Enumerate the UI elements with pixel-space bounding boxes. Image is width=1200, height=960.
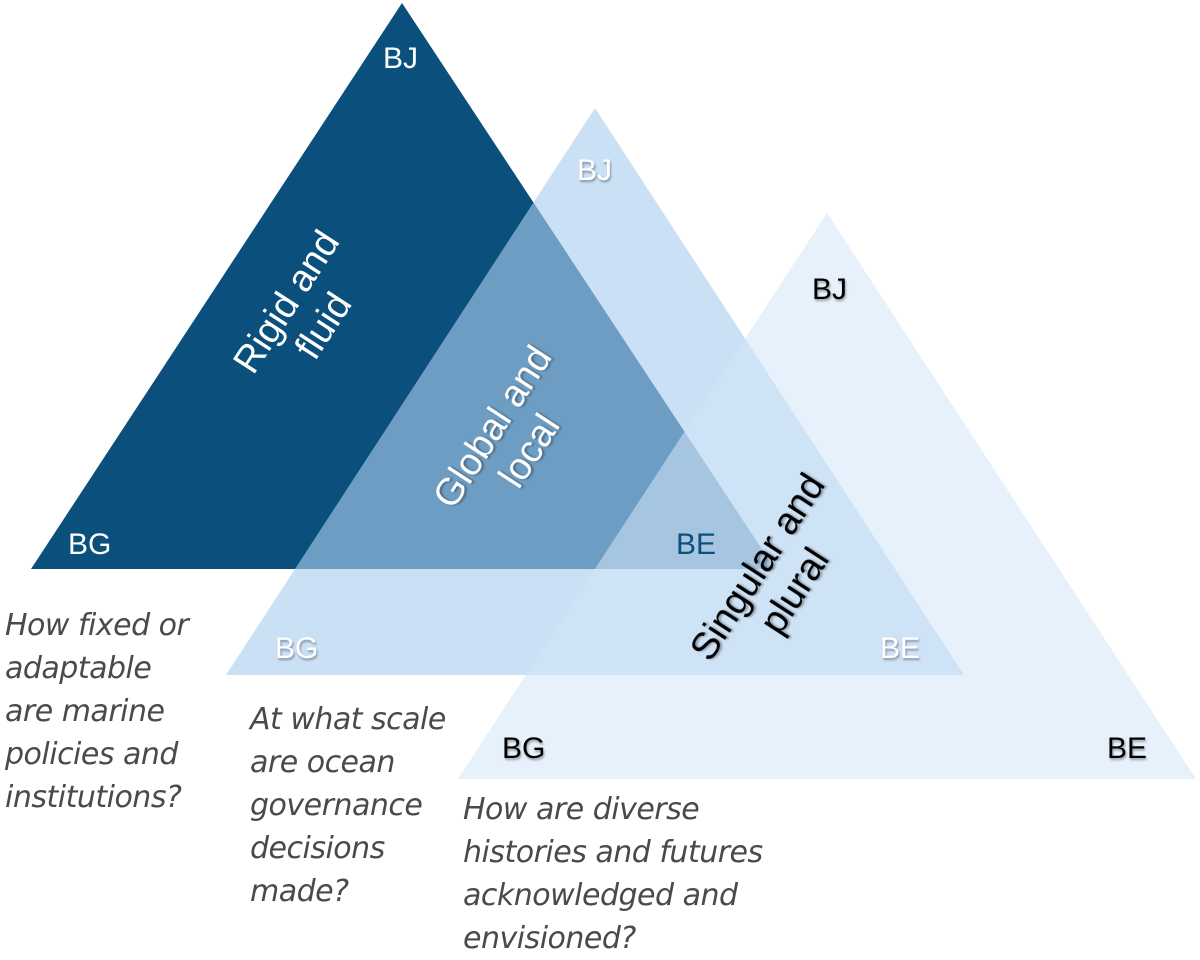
global-question-text: At what scale are ocean governance decis… bbox=[250, 702, 446, 909]
global-corner-left-label: BG bbox=[275, 632, 318, 665]
rigid-corner-left-label: BG bbox=[68, 528, 111, 561]
singular-question-text: How are diverse histories and futures ac… bbox=[463, 792, 763, 956]
rigid-question-text: How fixed or adaptable are marine polici… bbox=[5, 608, 189, 815]
singular-corner-top-label: BJ bbox=[812, 273, 847, 306]
triangle-singular-and-plural bbox=[458, 213, 1196, 779]
rigid-corner-right-label: BE bbox=[676, 528, 716, 561]
singular-corner-right-label: BE bbox=[1107, 732, 1147, 765]
global-corner-right-label: BE bbox=[880, 632, 920, 665]
rigid-corner-top-label: BJ bbox=[383, 42, 418, 75]
singular-corner-left-label: BG bbox=[502, 732, 545, 765]
global-corner-top-label: BJ bbox=[577, 154, 612, 187]
